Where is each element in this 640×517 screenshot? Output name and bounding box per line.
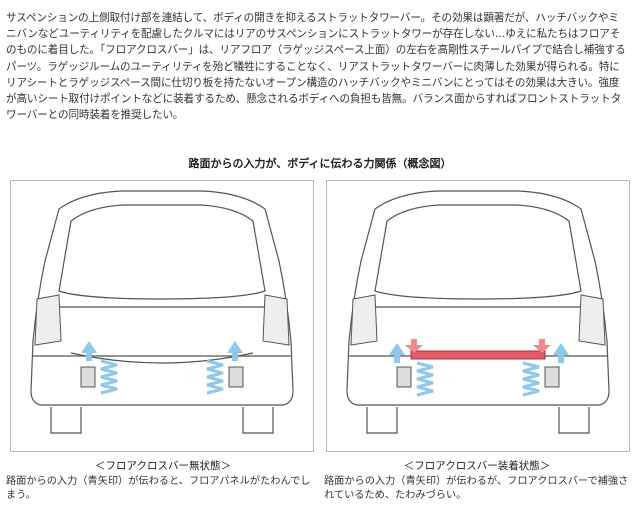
caption-title-without-bar: ＜フロアクロスバー無状態＞ bbox=[95, 460, 231, 472]
wheel-hubs bbox=[80, 366, 244, 388]
car-rear-diagram-with-bar bbox=[346, 190, 610, 434]
input-arrow-left bbox=[389, 343, 405, 363]
input-arrow-right bbox=[553, 343, 569, 363]
road-input-arrows bbox=[81, 341, 243, 361]
floor-cross-bar bbox=[410, 350, 546, 360]
rear-floor-sagging bbox=[70, 352, 254, 364]
caption-text-without-bar: 路面からの入力（青矢印）が伝わると、フロアパネルがたわんでしまう。 bbox=[6, 476, 311, 501]
springs bbox=[416, 361, 540, 397]
car-rear-diagram-without-bar bbox=[30, 190, 294, 434]
road-input-arrows bbox=[389, 343, 569, 363]
springs bbox=[100, 359, 224, 395]
input-arrow-left bbox=[81, 341, 97, 361]
figure-heading: 路面からの入力が、ボディに伝わる力関係（概念図） bbox=[188, 157, 452, 170]
bar-arrow-left bbox=[405, 339, 423, 353]
caption-text-with-bar: 路面からの入力（青矢印）が伝わるが、フロアクロスバーで補強されているため、たわみ… bbox=[324, 476, 629, 501]
input-arrow-right bbox=[227, 341, 243, 361]
wheel-hubs bbox=[396, 366, 560, 388]
diagram-without-bar bbox=[10, 180, 314, 452]
caption-title-with-bar: ＜フロアクロスバー装着状態＞ bbox=[403, 460, 551, 472]
bar-arrow-right bbox=[533, 339, 551, 353]
bar-load-arrows bbox=[405, 339, 551, 353]
diagram-with-bar bbox=[326, 180, 630, 452]
tail-lights bbox=[350, 294, 606, 346]
intro-paragraph: サスペンションの上側取付け部を連結して、ボディの開きを抑えるストラットタワーバー… bbox=[6, 12, 626, 122]
tail-lights bbox=[34, 294, 290, 346]
car-body-outline bbox=[346, 190, 610, 434]
car-body-outline bbox=[30, 190, 294, 434]
